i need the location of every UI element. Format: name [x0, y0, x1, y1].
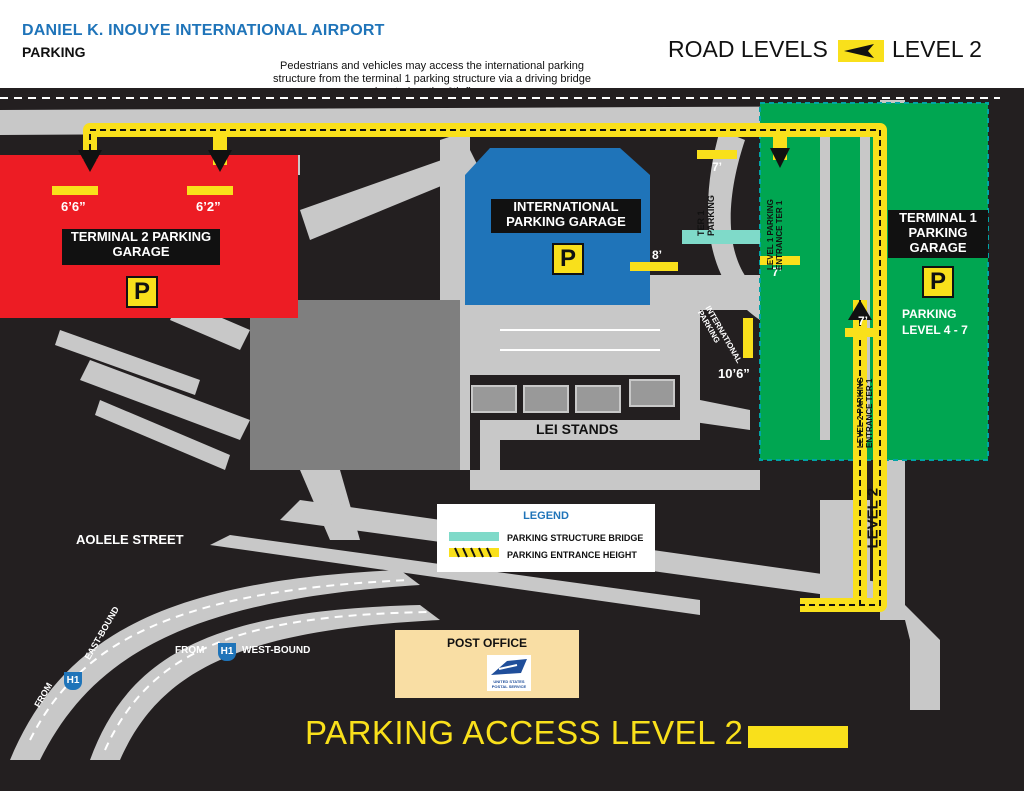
- height-level2: 7’: [858, 314, 869, 328]
- legend-entrance-height: PARKING ENTRANCE HEIGHT: [507, 550, 637, 560]
- level1-entrance-label: LEVEL 1 PARKING ENTRANCE TER 1: [766, 199, 784, 270]
- level2-entrance-label: LEVEL 2 PARKING ENTRANCE TER 1: [856, 377, 874, 448]
- aolele-street-label: AOLELE STREET: [76, 532, 184, 547]
- post-office-label: POST OFFICE: [446, 636, 527, 650]
- height-t2-left: 6’6”: [61, 199, 86, 214]
- h1-shield-east-icon: H1: [64, 672, 82, 690]
- terminal2-garage-label: TERMINAL 2 PARKING GARAGE: [62, 229, 220, 265]
- legend: LEGEND PARKING STRUCTURE BRIDGE PARKING …: [437, 504, 655, 572]
- height-t2-right: 6’2”: [196, 199, 221, 214]
- international-parking-icon: P: [552, 243, 584, 275]
- key-level2-label: LEVEL 2: [892, 36, 982, 62]
- height-ter1-top: 7’: [712, 160, 723, 174]
- bridge-note: Pedestrians and vehicles may access the …: [273, 60, 591, 98]
- west-bound-label: WEST-BOUND: [242, 645, 311, 656]
- terminal1-parking-icon: P: [922, 266, 954, 298]
- structure-bridge: [682, 230, 760, 244]
- level2-arrow-icon: [838, 40, 884, 62]
- height-intl-road: 10’6”: [718, 366, 750, 381]
- ter1-parking-label: TER 1 PARKING: [696, 195, 716, 236]
- parking-access-title: PARKING ACCESS LEVEL 2: [305, 714, 744, 751]
- level2-color-bar: [748, 726, 848, 748]
- terminal1-garage-label: TERMINAL 1 PARKING GARAGE: [888, 210, 988, 258]
- height-level1: 7’: [772, 265, 783, 279]
- usps-logo-icon: UNITED STATES POSTAL SERVICE: [487, 655, 531, 691]
- height-intl: 8’: [652, 248, 663, 262]
- level2-road-label: LEVEL 2: [864, 487, 882, 549]
- legend-swatches: [449, 532, 499, 558]
- airport-title: DANIEL K. INOUYE INTERNATIONAL AIRPORT: [22, 22, 385, 39]
- h1-shield-icon: H1: [218, 643, 236, 661]
- usps-text: UNITED STATES POSTAL SERVICE: [491, 679, 527, 689]
- terminal2-parking-icon: P: [126, 276, 158, 308]
- legend-bridge: PARKING STRUCTURE BRIDGE: [507, 533, 644, 543]
- from-west-label: FROM: [175, 645, 205, 656]
- international-garage-label: INTERNATIONAL PARKING GARAGE: [491, 199, 641, 233]
- terminal1-levels: PARKING LEVEL 4 - 7: [902, 307, 968, 337]
- page-subtitle: PARKING: [22, 44, 86, 60]
- road-levels-label: ROAD LEVELS: [668, 36, 828, 62]
- lei-stands-label: LEI STANDS: [536, 421, 619, 437]
- legend-title: LEGEND: [523, 510, 569, 522]
- post-office: POST OFFICE UNITED STATES POSTAL SERVICE: [395, 630, 579, 698]
